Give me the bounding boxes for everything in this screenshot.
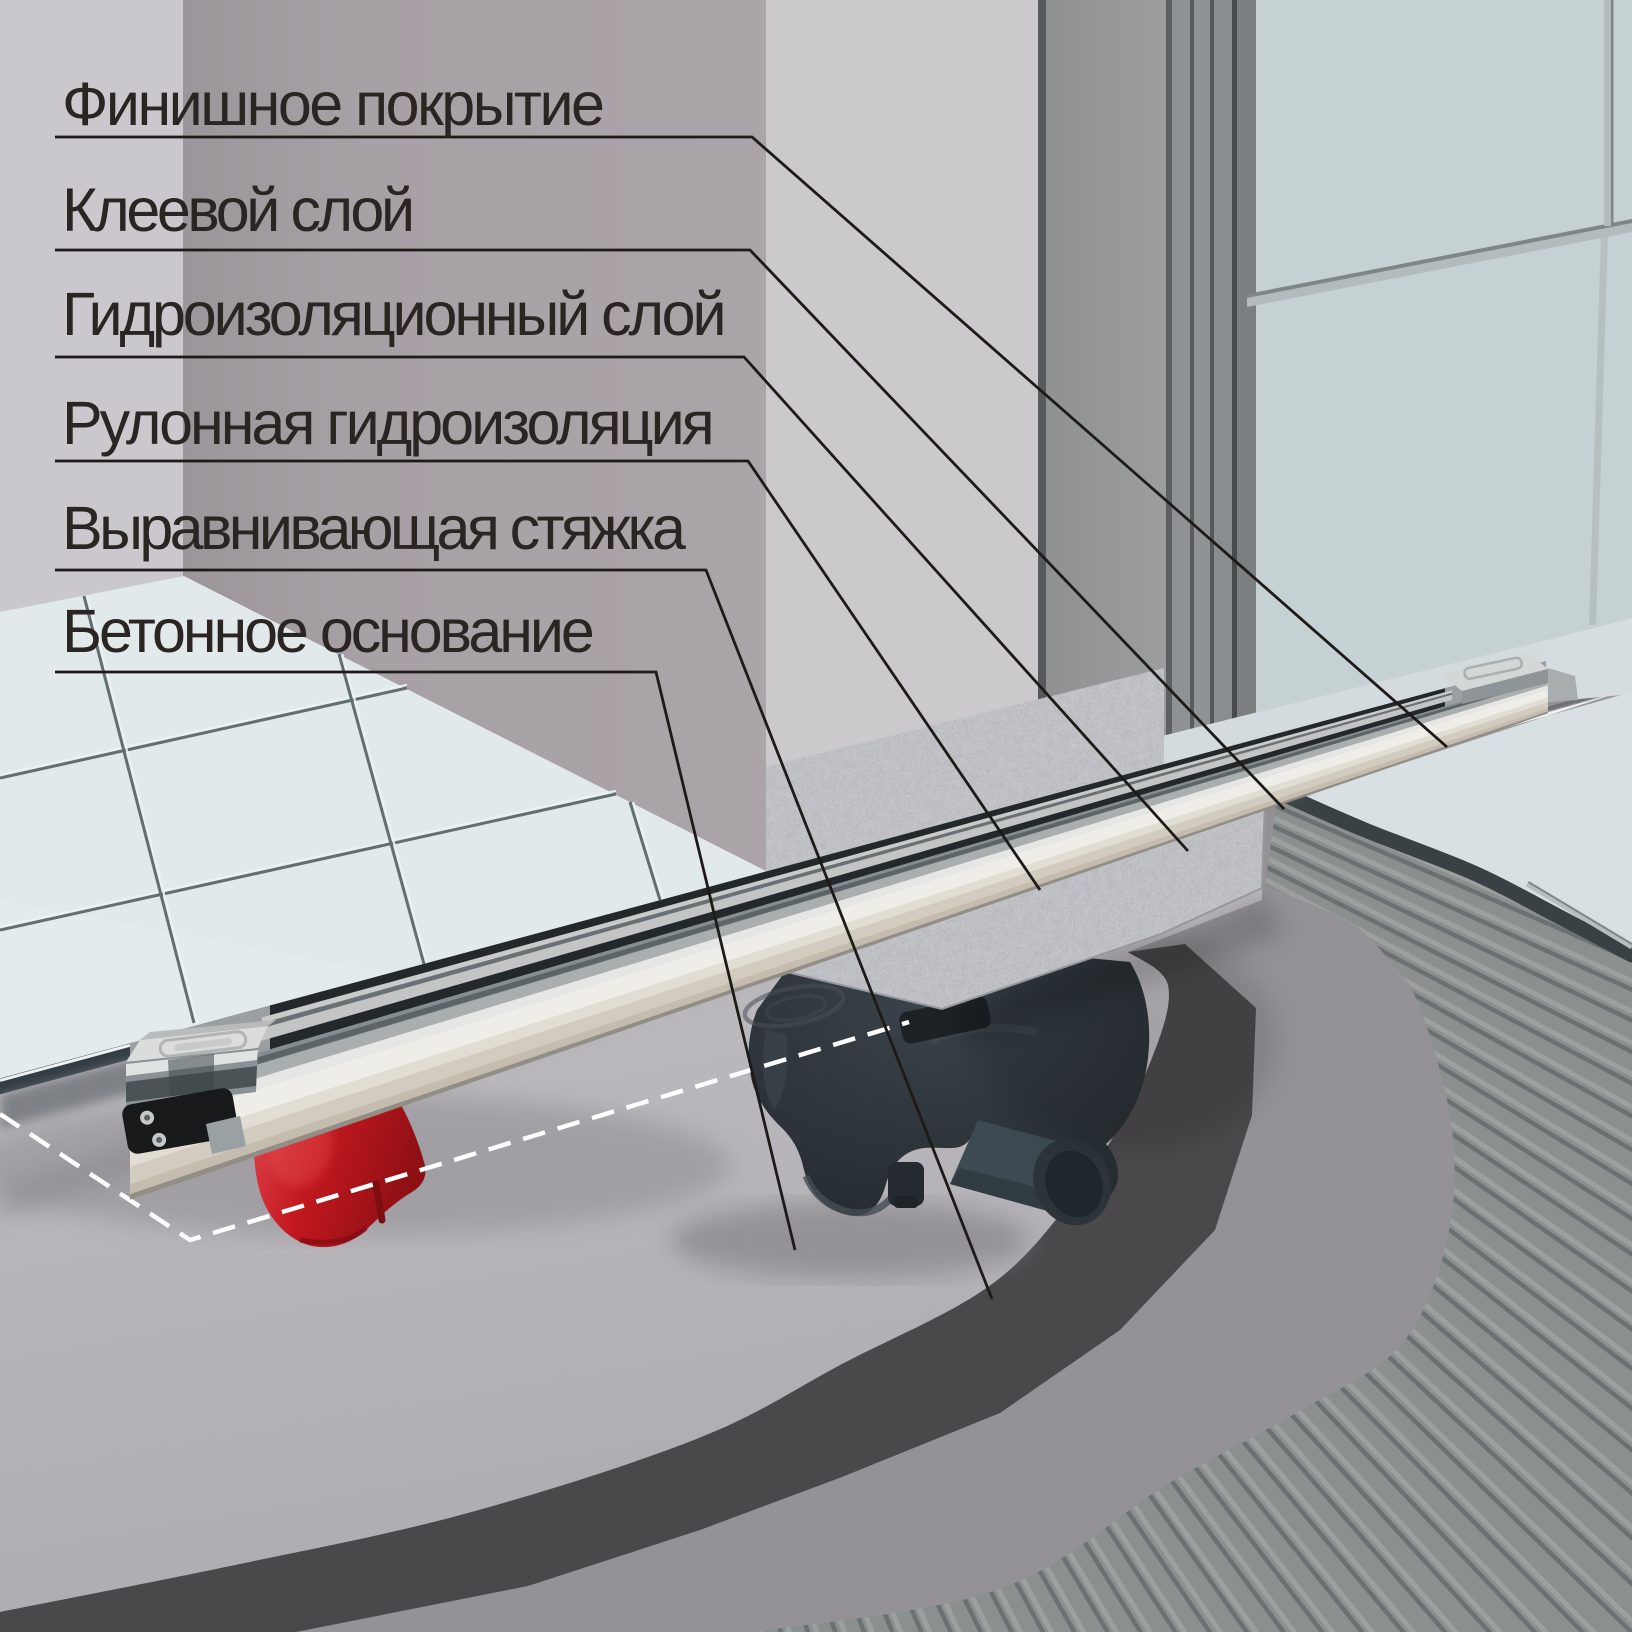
svg-text:Клеевой слой: Клеевой слой [62,176,412,244]
svg-text:Бетонное основание: Бетонное основание [62,597,593,665]
svg-text:Финишное покрытие: Финишное покрытие [62,70,603,138]
svg-text:Рулонная гидроизоляция: Рулонная гидроизоляция [62,389,712,457]
svg-text:Выравнивающая стяжка: Выравнивающая стяжка [62,494,686,562]
svg-text:Гидроизоляционный слой: Гидроизоляционный слой [62,280,723,348]
